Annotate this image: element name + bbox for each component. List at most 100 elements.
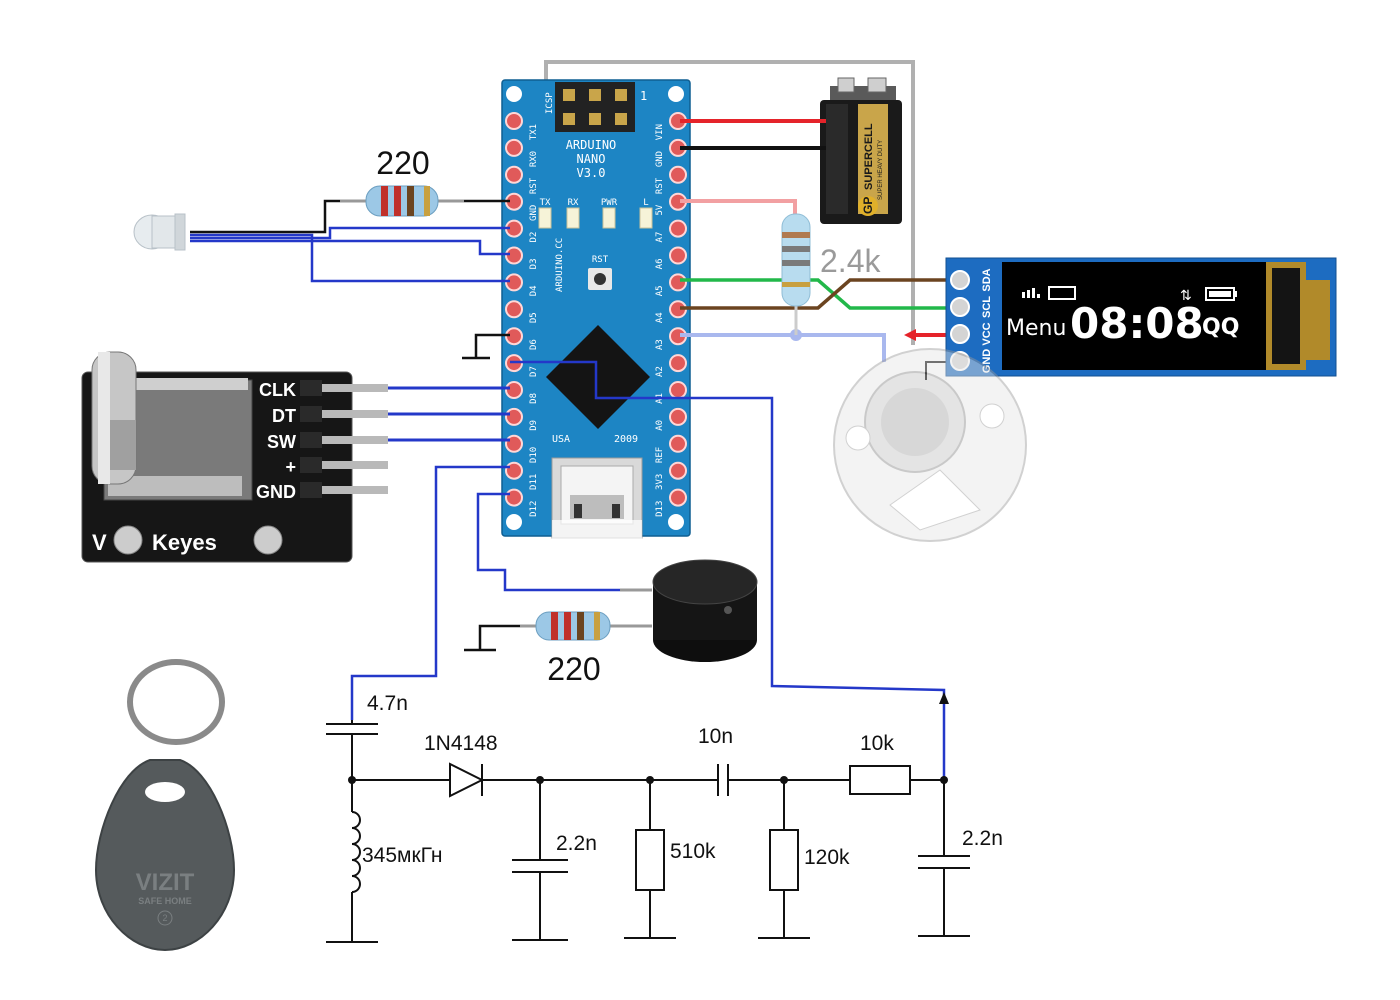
wire-d4-blue [190, 233, 510, 283]
encoder-pin-label: SW [267, 432, 296, 452]
wire-d11-to-cap [350, 465, 510, 720]
encoder-pin [300, 436, 388, 444]
board-pin-left-label: D4 [529, 285, 539, 296]
resistor-buzzer-label: 220 [547, 651, 600, 687]
board-pin-right-label: A2 [655, 366, 665, 377]
board-pin-left [505, 488, 523, 507]
resistor-220-rgb [340, 185, 464, 217]
label-cap-1: 2.2n [556, 832, 597, 855]
keyfob-number: 2 [162, 913, 167, 923]
board-pin-right-label: RST [655, 177, 665, 194]
board-led [538, 207, 552, 229]
signal-icon [1022, 288, 1040, 298]
board-pin-left-label: RX0 [529, 151, 539, 167]
wire-d3-blue [190, 239, 510, 256]
resistor-rgb-label: 220 [376, 145, 429, 181]
board-pin-right-label: 5V [655, 204, 665, 215]
board-pin-left-label: D3 [529, 259, 539, 270]
board-title-line-3: V3.0 [577, 166, 606, 180]
icsp-label: ICSP [545, 92, 555, 114]
detector-schematic [326, 720, 970, 943]
encoder-pin-label: DT [272, 406, 296, 426]
rfid-key-fob: VIZIT SAFE HOME 2 [94, 659, 236, 952]
wire-d7-to-filter [510, 360, 946, 780]
microcontroller-chip [546, 325, 650, 429]
keyfob-tagline: SAFE HOME [138, 896, 192, 906]
rfid-reader [833, 348, 1027, 542]
board-pin-left-label: D5 [529, 312, 539, 323]
encoder-pin-label: + [285, 457, 296, 477]
transfer-icon: ⇅ [1180, 288, 1192, 304]
label-cap-coupling: 10n [698, 725, 733, 748]
board-pin-right [669, 488, 687, 507]
board-pin-left [505, 138, 523, 157]
encoder-pin-housing [300, 406, 322, 422]
message-icon [1048, 286, 1076, 300]
oled-pin-label: VCC [981, 322, 993, 345]
oled-pin [950, 270, 970, 290]
oled-time: 08:08 [1070, 299, 1204, 348]
board-pin-left [505, 461, 523, 480]
board-led [566, 207, 580, 229]
label-cap-in: 4.7n [367, 692, 408, 715]
board-pin-right-label: A6 [655, 259, 665, 270]
battery-level-icon [1205, 287, 1237, 301]
encoder-pin-label: GND [256, 482, 296, 502]
wire-buzzer-gnd [478, 624, 536, 650]
board-led-label: RX [568, 198, 579, 208]
board-pin-right [669, 407, 687, 426]
board-pin-right [669, 219, 687, 238]
oled-pin [950, 297, 970, 317]
resistor-220-buzzer [520, 611, 630, 641]
encoder-brand: Keyes [152, 530, 217, 555]
board-pin-left-label: D2 [529, 232, 539, 243]
wire-a4-brown [680, 278, 950, 310]
board-title-line-2: NANO [577, 152, 606, 166]
board-pin-left-label: D6 [529, 339, 539, 350]
board-led [602, 207, 616, 229]
encoder-pin-housing [300, 380, 322, 396]
board-pin-right-label: 3V3 [655, 474, 665, 490]
icsp-pin1-label: 1 [640, 89, 647, 103]
board-site-label: ARDUINO.CC [555, 238, 565, 292]
label-res-1: 510k [670, 840, 716, 863]
oled-code: QQ [1202, 315, 1239, 340]
label-diode: 1N4148 [424, 732, 498, 755]
encoder-pin [300, 384, 388, 392]
board-year-label: 2009 [614, 434, 638, 445]
board-pin-left-label: D8 [529, 393, 539, 404]
battery-line2: SUPER HEAVY DUTY [878, 140, 884, 200]
board-pin-right [669, 381, 687, 399]
board-led-label: TX [540, 198, 551, 208]
board-pin-left [505, 407, 523, 426]
board-pin-left-label: D7 [529, 366, 539, 377]
board-pin-right-label: GND [655, 151, 665, 167]
rst-button-label: RST [592, 255, 609, 265]
board-pin-left-label: GND [529, 205, 539, 221]
buzzer [620, 559, 758, 662]
oled-pin [950, 351, 970, 371]
encoder-pin-label: CLK [259, 380, 296, 400]
wire-oled-gnd [925, 361, 950, 380]
board-pin-right-label: A3 [655, 339, 665, 350]
oled-pin [950, 324, 970, 344]
board-pin-left [505, 112, 523, 130]
rgb-led [133, 213, 186, 251]
board-pin-left [505, 165, 523, 184]
encoder-pin [300, 410, 388, 418]
board-pin-right [669, 165, 687, 184]
board-led [639, 207, 653, 229]
keyfob-brand: VIZIT [136, 869, 195, 896]
resistor-pullup-label: 2.4k [820, 243, 881, 279]
board-title-line-1: ARDUINO [566, 138, 617, 152]
board-pin-right-label: A0 [655, 420, 665, 431]
oled-pin-label: GND [981, 349, 993, 374]
board-led-label: L [643, 198, 648, 208]
board-pin-left-label: TX1 [529, 124, 539, 140]
board-pin-right [669, 246, 687, 265]
board-pin-right-label: VIN [655, 124, 665, 140]
wire-d12-to-buzzer [476, 492, 652, 592]
board-pin-right-label: A4 [655, 312, 665, 323]
